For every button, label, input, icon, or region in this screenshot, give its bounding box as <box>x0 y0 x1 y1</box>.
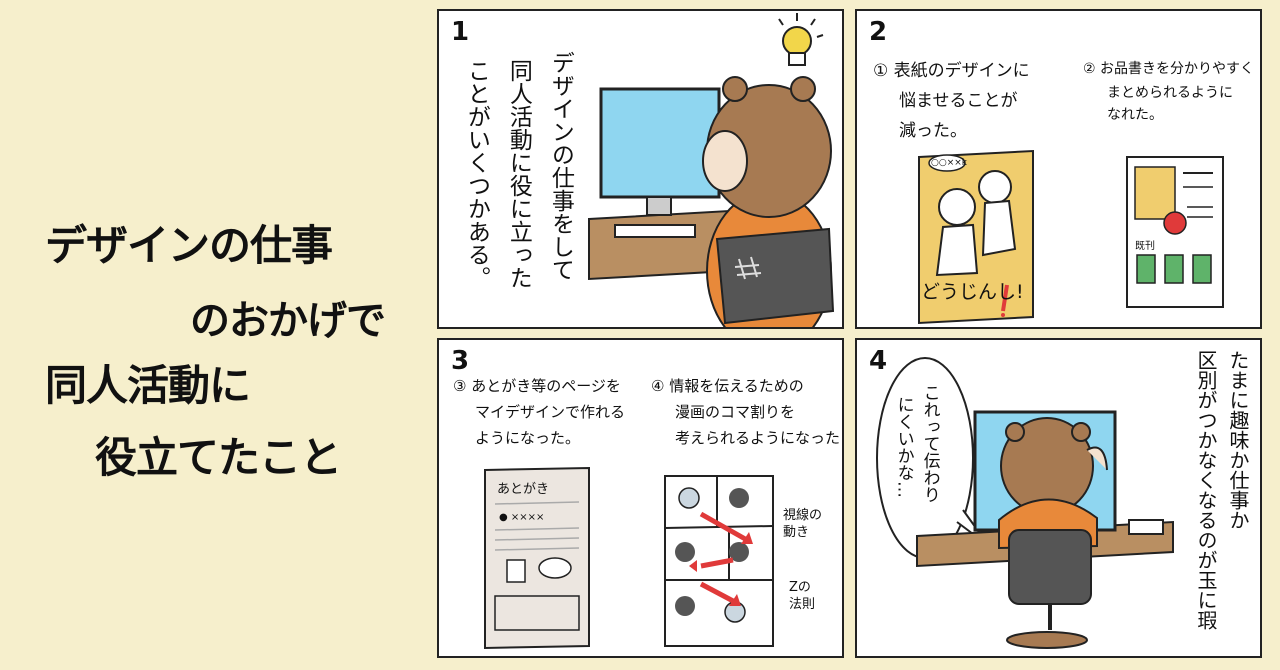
panel2-item2-line1: ② お品書きを分かりやすく <box>1083 61 1255 77</box>
panel1-caption-col1: デザインの仕事をして <box>547 51 574 281</box>
speech-col2: にくいかな… <box>893 396 914 498</box>
panel3-item3-line3: ようになった。 <box>475 429 581 447</box>
title-line-2: のおかげで <box>190 298 386 344</box>
comic-panel-2: 2 ① 表紙のデザインに 悩ませることが 減った。 ② お品書きを分かりやすく … <box>855 9 1262 329</box>
panel3-item3-line1: ③ あとがき等のページを <box>453 377 621 395</box>
afterword-heading: あとがき <box>497 482 550 497</box>
panel4-illustration <box>876 357 1174 649</box>
monitor <box>599 87 721 199</box>
panel1-caption-col3: ことがいくつかある。 <box>463 59 490 289</box>
panel-number: 1 <box>451 17 470 47</box>
tissue-box <box>1128 519 1164 535</box>
panel2-item2-line3: なれた。 <box>1107 107 1163 123</box>
cover-title-text: どうじんし! <box>921 281 1024 303</box>
panel4-caption-col2: 区別がつかなくなるのが玉に瑕 <box>1194 350 1218 630</box>
title-line-3: 同人活動に <box>45 361 251 410</box>
panel-number: 4 <box>869 346 888 376</box>
panel1-caption-col2: 同人活動に役に立った <box>505 59 532 289</box>
panel-number: 3 <box>451 346 470 376</box>
panel-number: 2 <box>869 17 888 47</box>
title-line-4: 役立てたこと <box>95 433 342 482</box>
keyboard <box>614 224 696 238</box>
comic-panel-1: 1 ことがいくつかある。 同人活動に役に立った デザインの仕事をして <box>437 9 844 329</box>
panel3-item4-line2: 漫画のコマ割りを <box>675 403 796 421</box>
cover-bubble-text: ○○××k <box>931 158 967 168</box>
speech-col1: これって伝わり <box>919 384 940 503</box>
panel1-illustration <box>588 13 835 327</box>
note-gaze-movement: 視線の 動き <box>783 508 823 540</box>
comic-panel-3: 3 ③ あとがき等のページを マイデザインで作れる ようになった。 ④ 情報を伝… <box>437 338 844 658</box>
note-z-rule: Zの 法則 <box>789 580 816 612</box>
doujinshi-cover <box>918 149 1034 325</box>
panel2-illustration <box>918 149 1224 325</box>
comic-panel-4: 4 これって伝わり にくいかな… たまに趣味か仕事か 区別がつかなくなるのが玉に… <box>855 338 1262 658</box>
menu-label: 既刊 <box>1135 241 1155 252</box>
chair <box>715 227 835 325</box>
panel2-item2-line2: まとめられるように <box>1107 85 1233 101</box>
title-line-1: デザインの仕事 <box>45 221 333 270</box>
panel4-caption-col1: たまに趣味か仕事か <box>1226 350 1250 530</box>
chair <box>1008 529 1092 605</box>
manga-layout <box>664 475 774 647</box>
lightbulb-icon <box>778 13 824 66</box>
panel3-item4-line1: ④ 情報を伝えるための <box>651 377 804 395</box>
afterword-page <box>484 466 590 650</box>
menu-sheet <box>1126 156 1224 308</box>
afterword-sub: ● ×××× <box>499 512 545 523</box>
panel3-illustration <box>484 466 774 650</box>
panel2-item1-line1: ① 表紙のデザインに <box>873 61 1030 81</box>
panel3-item4-line3: 考えられるようになった <box>675 429 841 447</box>
panel3-item3-line2: マイデザインで作れる <box>475 403 626 421</box>
panel2-item1-line2: 悩ませることが <box>899 91 1018 111</box>
panel2-item1-line3: 減った。 <box>899 121 967 141</box>
